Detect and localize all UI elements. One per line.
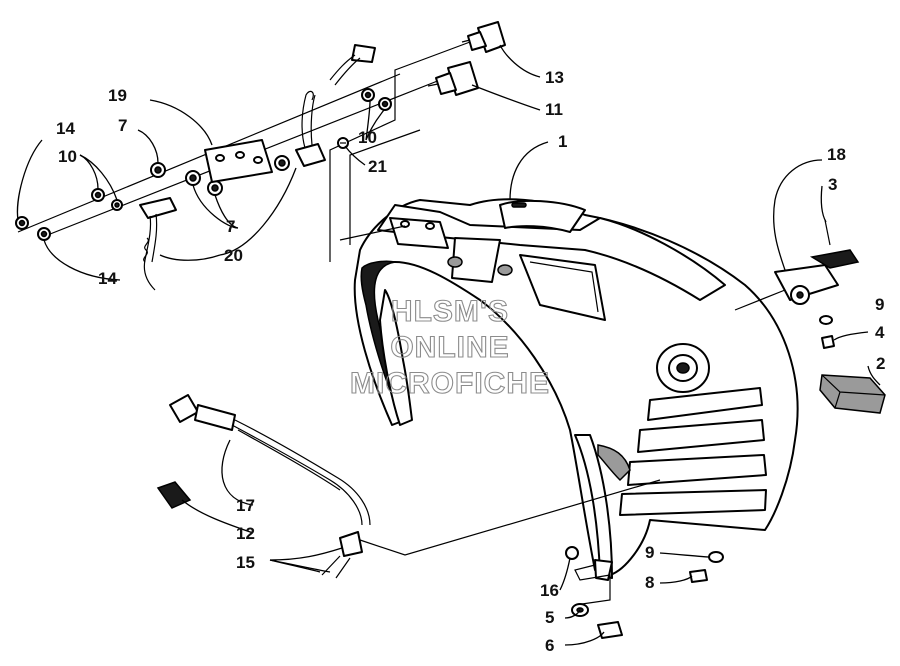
watermark-line-2: ONLINE [390,331,509,364]
leader-lines [16,44,881,646]
toggle-switch-13 [461,21,506,53]
callout-18: 18 [827,145,846,164]
callout-10-left: 10 [58,147,77,166]
foam-pad [819,374,886,414]
callout-10-right: 10 [358,128,377,147]
callout-20: 20 [224,246,243,265]
callout-19: 19 [108,86,127,105]
headlight-bracket [774,219,860,349]
callout-2: 2 [876,354,885,373]
callout-11: 11 [545,100,563,119]
callout-14-upper: 14 [56,119,75,138]
callout-15: 15 [236,553,255,572]
toggle-switch-11 [427,61,479,96]
hood-console-part [353,198,799,581]
ignition-switch-wiring [139,90,326,291]
callout-7-upper: 7 [118,116,127,135]
callout-5: 5 [545,608,554,627]
callout-9-right: 9 [875,295,884,314]
watermark-line-1: HLSM'S [391,295,509,328]
callout-1: 1 [558,132,567,151]
callout-14-lower: 14 [98,269,117,288]
left-hardware-set [15,88,392,241]
watermark-line-3: MICROFICHE [350,367,550,400]
harness-connector [329,44,376,86]
assembly-reference-lines [17,41,786,606]
callout-13: 13 [545,68,564,87]
callout-9-bottom: 9 [645,543,654,562]
callout-6: 6 [545,636,554,655]
callout-labels: 1 2 3 4 5 6 7 7 8 9 9 10 10 11 12 13 14 … [56,68,885,655]
callout-12: 12 [236,524,255,543]
callout-17: 17 [236,496,255,515]
callout-4: 4 [875,323,885,342]
callout-16: 16 [540,581,559,600]
callout-3: 3 [828,175,837,194]
throttle-cable-assembly [156,394,371,579]
callout-7-lower: 7 [226,217,235,236]
watermark: HLSM'S ONLINE MICROFICHE [349,294,550,400]
callout-8: 8 [645,573,654,592]
callout-21: 21 [368,157,387,176]
